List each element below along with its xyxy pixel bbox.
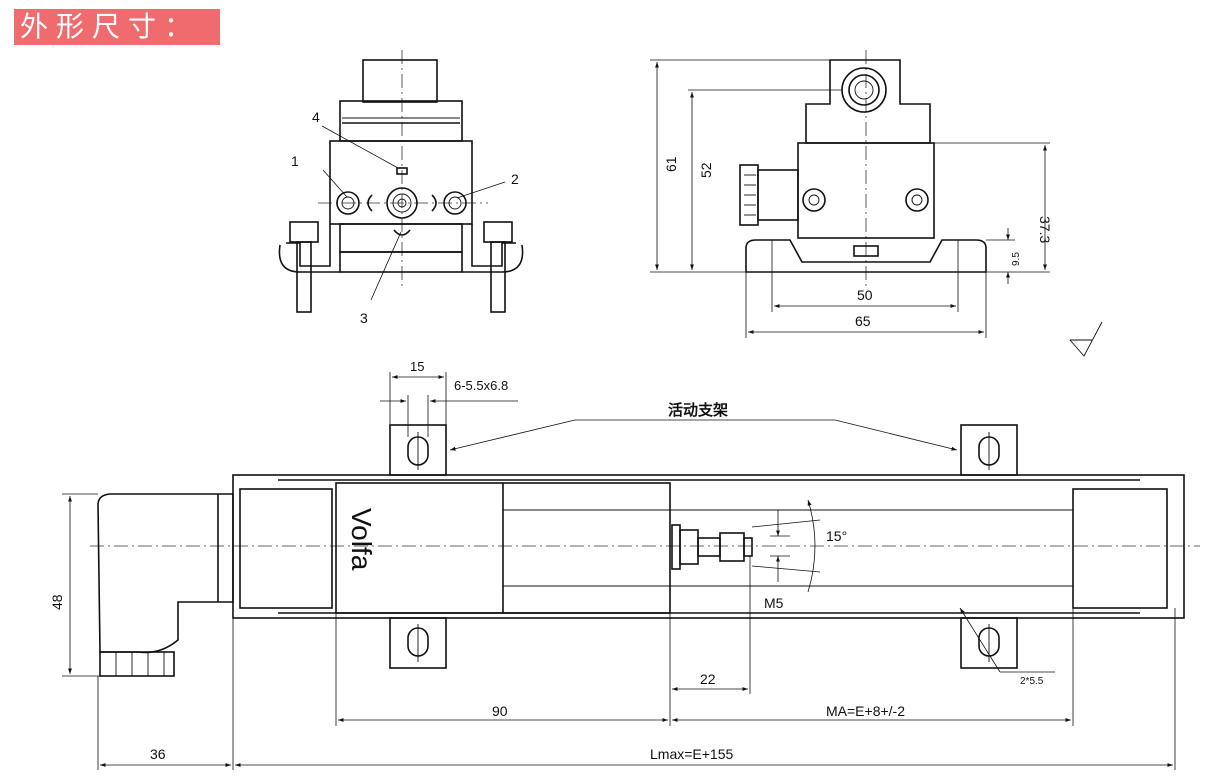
dim-36: 36 bbox=[150, 746, 166, 762]
dim-52: 52 bbox=[698, 162, 714, 178]
dim-thread: M5 bbox=[764, 595, 784, 611]
callout-3: 3 bbox=[360, 310, 368, 326]
dim-ma: MA=E+8+/-2 bbox=[826, 703, 905, 719]
surface-finish-icon bbox=[1069, 321, 1103, 357]
dim-9-5: 9.5 bbox=[1011, 252, 1022, 266]
callout-2: 2 bbox=[511, 171, 519, 187]
dim-angle: 15° bbox=[826, 528, 847, 544]
brand-label: Volfa bbox=[346, 508, 377, 571]
dim-hole: 2*5.5 bbox=[1020, 676, 1044, 687]
page-title-banner: 外形尺寸： bbox=[14, 9, 220, 45]
side-view: 61 52 37.3 9.5 50 65 bbox=[650, 50, 1103, 357]
dim-37-3: 37.3 bbox=[1037, 216, 1053, 243]
dim-61: 61 bbox=[663, 156, 679, 172]
main-view: Volfa 活动支架 15 6-5.5x6.8 48 15° M5 2*5.5 bbox=[49, 359, 1200, 770]
dim-48: 48 bbox=[49, 594, 65, 610]
dim-22: 22 bbox=[700, 671, 716, 687]
dim-15: 15 bbox=[410, 359, 424, 374]
callout-4: 4 bbox=[312, 109, 320, 125]
dim-lmax: Lmax=E+155 bbox=[650, 746, 733, 762]
front-view: 1 2 3 4 bbox=[278, 50, 524, 326]
callout-1: 1 bbox=[291, 153, 299, 169]
dim-65: 65 bbox=[855, 313, 871, 329]
dim-90: 90 bbox=[492, 703, 508, 719]
dim-50: 50 bbox=[857, 287, 873, 303]
dim-holes: 6-5.5x6.8 bbox=[454, 378, 508, 393]
bracket-label: 活动支架 bbox=[668, 401, 728, 419]
